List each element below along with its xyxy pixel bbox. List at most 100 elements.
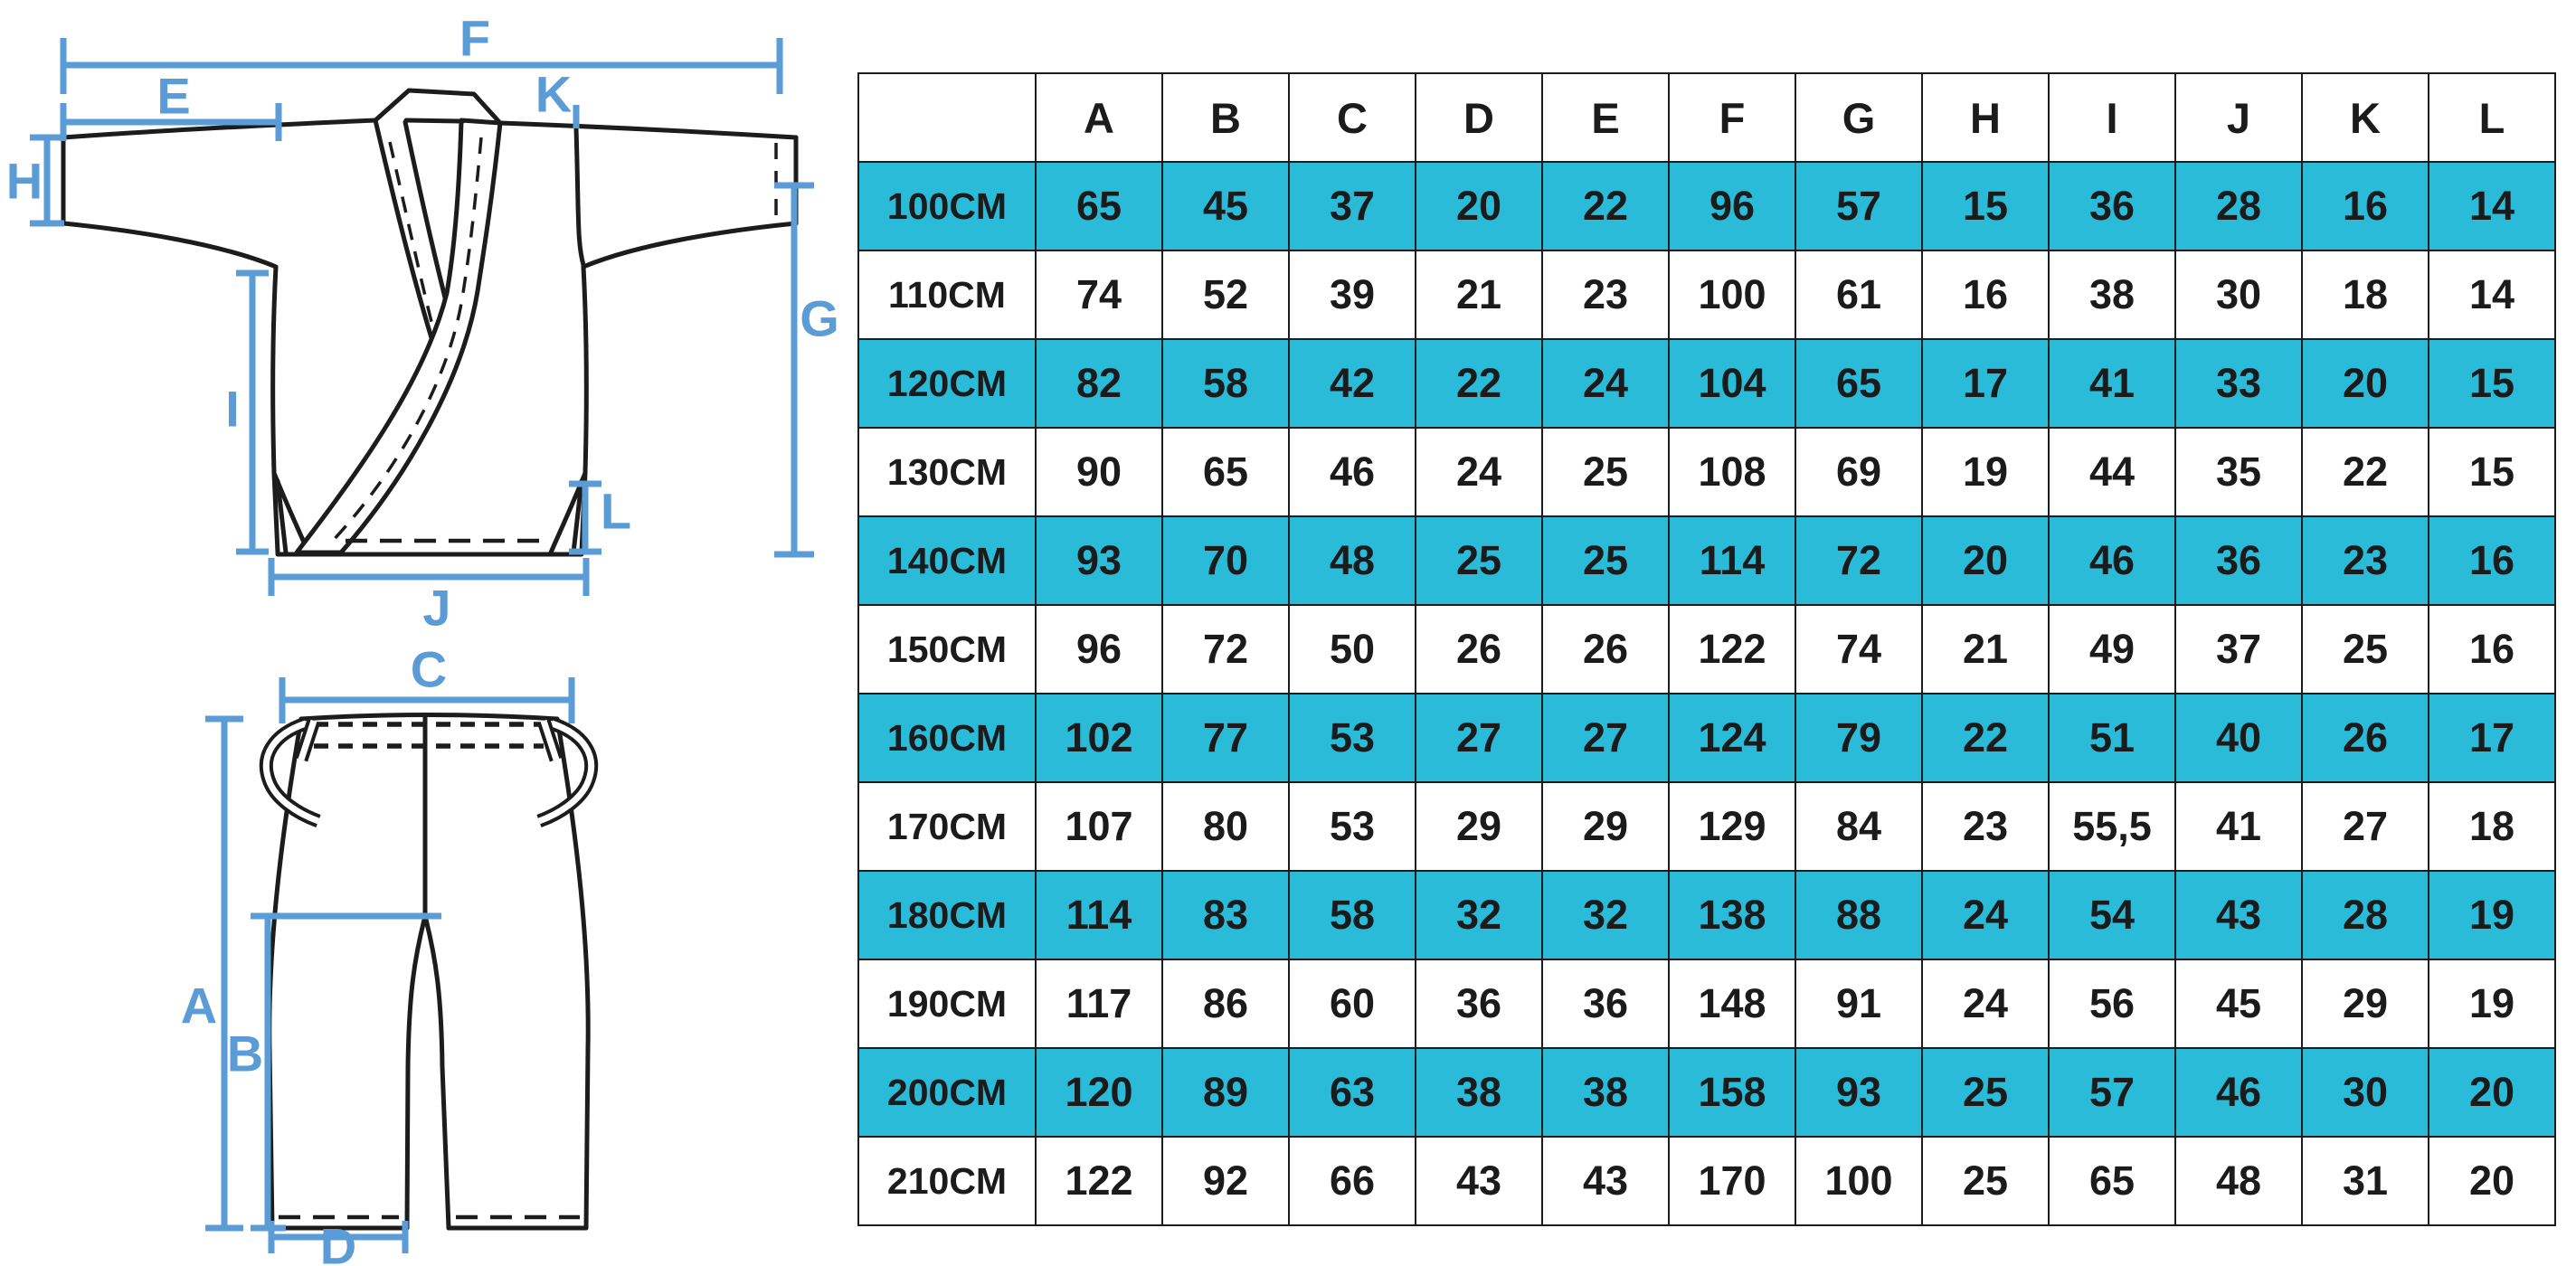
dim-line-H [30,134,64,227]
size-cell: 200CM [857,1047,1037,1138]
jacket-drawing [61,88,799,557]
dim-line-D [268,1221,409,1253]
value-cell: 24 [1541,338,1670,429]
value-cell: 42 [1288,338,1416,429]
value-cell: 79 [1795,693,1923,783]
value-cell: 100 [1795,1136,1923,1226]
value-cell: 20 [2428,1047,2556,1138]
garment-diagram: F E K H G I L J [6,10,839,1266]
value-cell: 70 [1161,515,1290,606]
column-header: A [1035,72,1163,163]
value-cell: 80 [1161,781,1290,872]
value-cell: 66 [1288,1136,1416,1226]
value-cell: 41 [2174,781,2303,872]
value-cell: 18 [2301,250,2429,340]
value-cell: 38 [2048,250,2176,340]
value-cell: 83 [1161,870,1290,960]
size-cell: 140CM [857,515,1037,606]
jacket-right-side [579,264,589,555]
jacket-collar [373,88,503,126]
column-header: C [1288,72,1416,163]
value-cell: 92 [1161,1136,1290,1226]
jacket-left-sleeve-bottom [61,221,279,269]
value-cell: 28 [2301,870,2429,960]
pants-drawing [259,713,599,1231]
value-cell: 20 [2301,338,2429,429]
value-cell: 26 [1541,604,1670,694]
value-cell: 15 [1921,161,2050,251]
value-cell: 19 [2428,870,2556,960]
dim-label-D: D [320,1218,356,1266]
value-cell: 77 [1161,693,1290,783]
pants-waist [298,713,560,722]
value-cell: 29 [2301,959,2429,1049]
value-cell: 17 [1921,338,2050,429]
pants-left-inner [404,913,428,1231]
value-cell: 43 [1541,1136,1670,1226]
value-cell: 41 [2048,338,2176,429]
value-cell: 51 [2048,693,2176,783]
size-cell: 190CM [857,959,1037,1049]
value-cell: 96 [1668,161,1796,251]
value-cell: 20 [1415,161,1543,251]
dim-line-I [236,269,269,555]
value-cell: 102 [1035,693,1163,783]
value-cell: 46 [1288,427,1416,517]
value-cell: 27 [2301,781,2429,872]
jacket-right-gusset-inner [571,478,584,555]
pants-right-inner [422,913,451,1231]
dim-label-H: H [6,153,43,210]
dim-label-B: B [227,1025,263,1082]
value-cell: 19 [2428,959,2556,1049]
value-cell: 114 [1668,515,1796,606]
value-cell: 37 [1288,161,1416,251]
dim-label-G: G [800,290,839,347]
value-cell: 91 [1795,959,1923,1049]
value-cell: 108 [1668,427,1796,517]
jacket-left-sleeve-top [61,118,378,140]
value-cell: 20 [1921,515,2050,606]
jacket-right-front-seam [573,126,586,268]
value-cell: 30 [2174,250,2303,340]
value-cell: 57 [2048,1047,2176,1138]
dim-label-A: A [181,978,217,1035]
value-cell: 25 [1415,515,1543,606]
value-cell: 26 [1415,604,1543,694]
value-cell: 107 [1035,781,1163,872]
value-cell: 96 [1035,604,1163,694]
value-cell: 69 [1795,427,1923,517]
value-cell: 65 [2048,1136,2176,1226]
dim-label-J: J [422,580,450,637]
dim-line-L [569,480,601,555]
value-cell: 21 [1921,604,2050,694]
value-cell: 46 [2048,515,2176,606]
value-cell: 124 [1668,693,1796,783]
value-cell: 21 [1415,250,1543,340]
value-cell: 60 [1288,959,1416,1049]
value-cell: 57 [1795,161,1923,251]
jacket-over-lapel-stitch [329,137,483,544]
value-cell: 24 [1415,427,1543,517]
value-cell: 122 [1035,1136,1163,1226]
value-cell: 120 [1035,1047,1163,1138]
value-cell: 23 [2301,515,2429,606]
value-cell: 22 [2301,427,2429,517]
value-cell: 61 [1795,250,1923,340]
value-cell: 65 [1161,427,1290,517]
size-cell: 170CM [857,781,1037,872]
column-header: F [1668,72,1796,163]
value-cell: 40 [2174,693,2303,783]
value-cell: 26 [2301,693,2429,783]
pants-right-outer [554,716,591,1231]
value-cell: 30 [2301,1047,2429,1138]
value-cell: 20 [2428,1136,2556,1226]
value-cell: 23 [1921,781,2050,872]
jacket-right-sleeve-bottom [581,221,799,269]
column-header: B [1161,72,1290,163]
value-cell: 65 [1035,161,1163,251]
